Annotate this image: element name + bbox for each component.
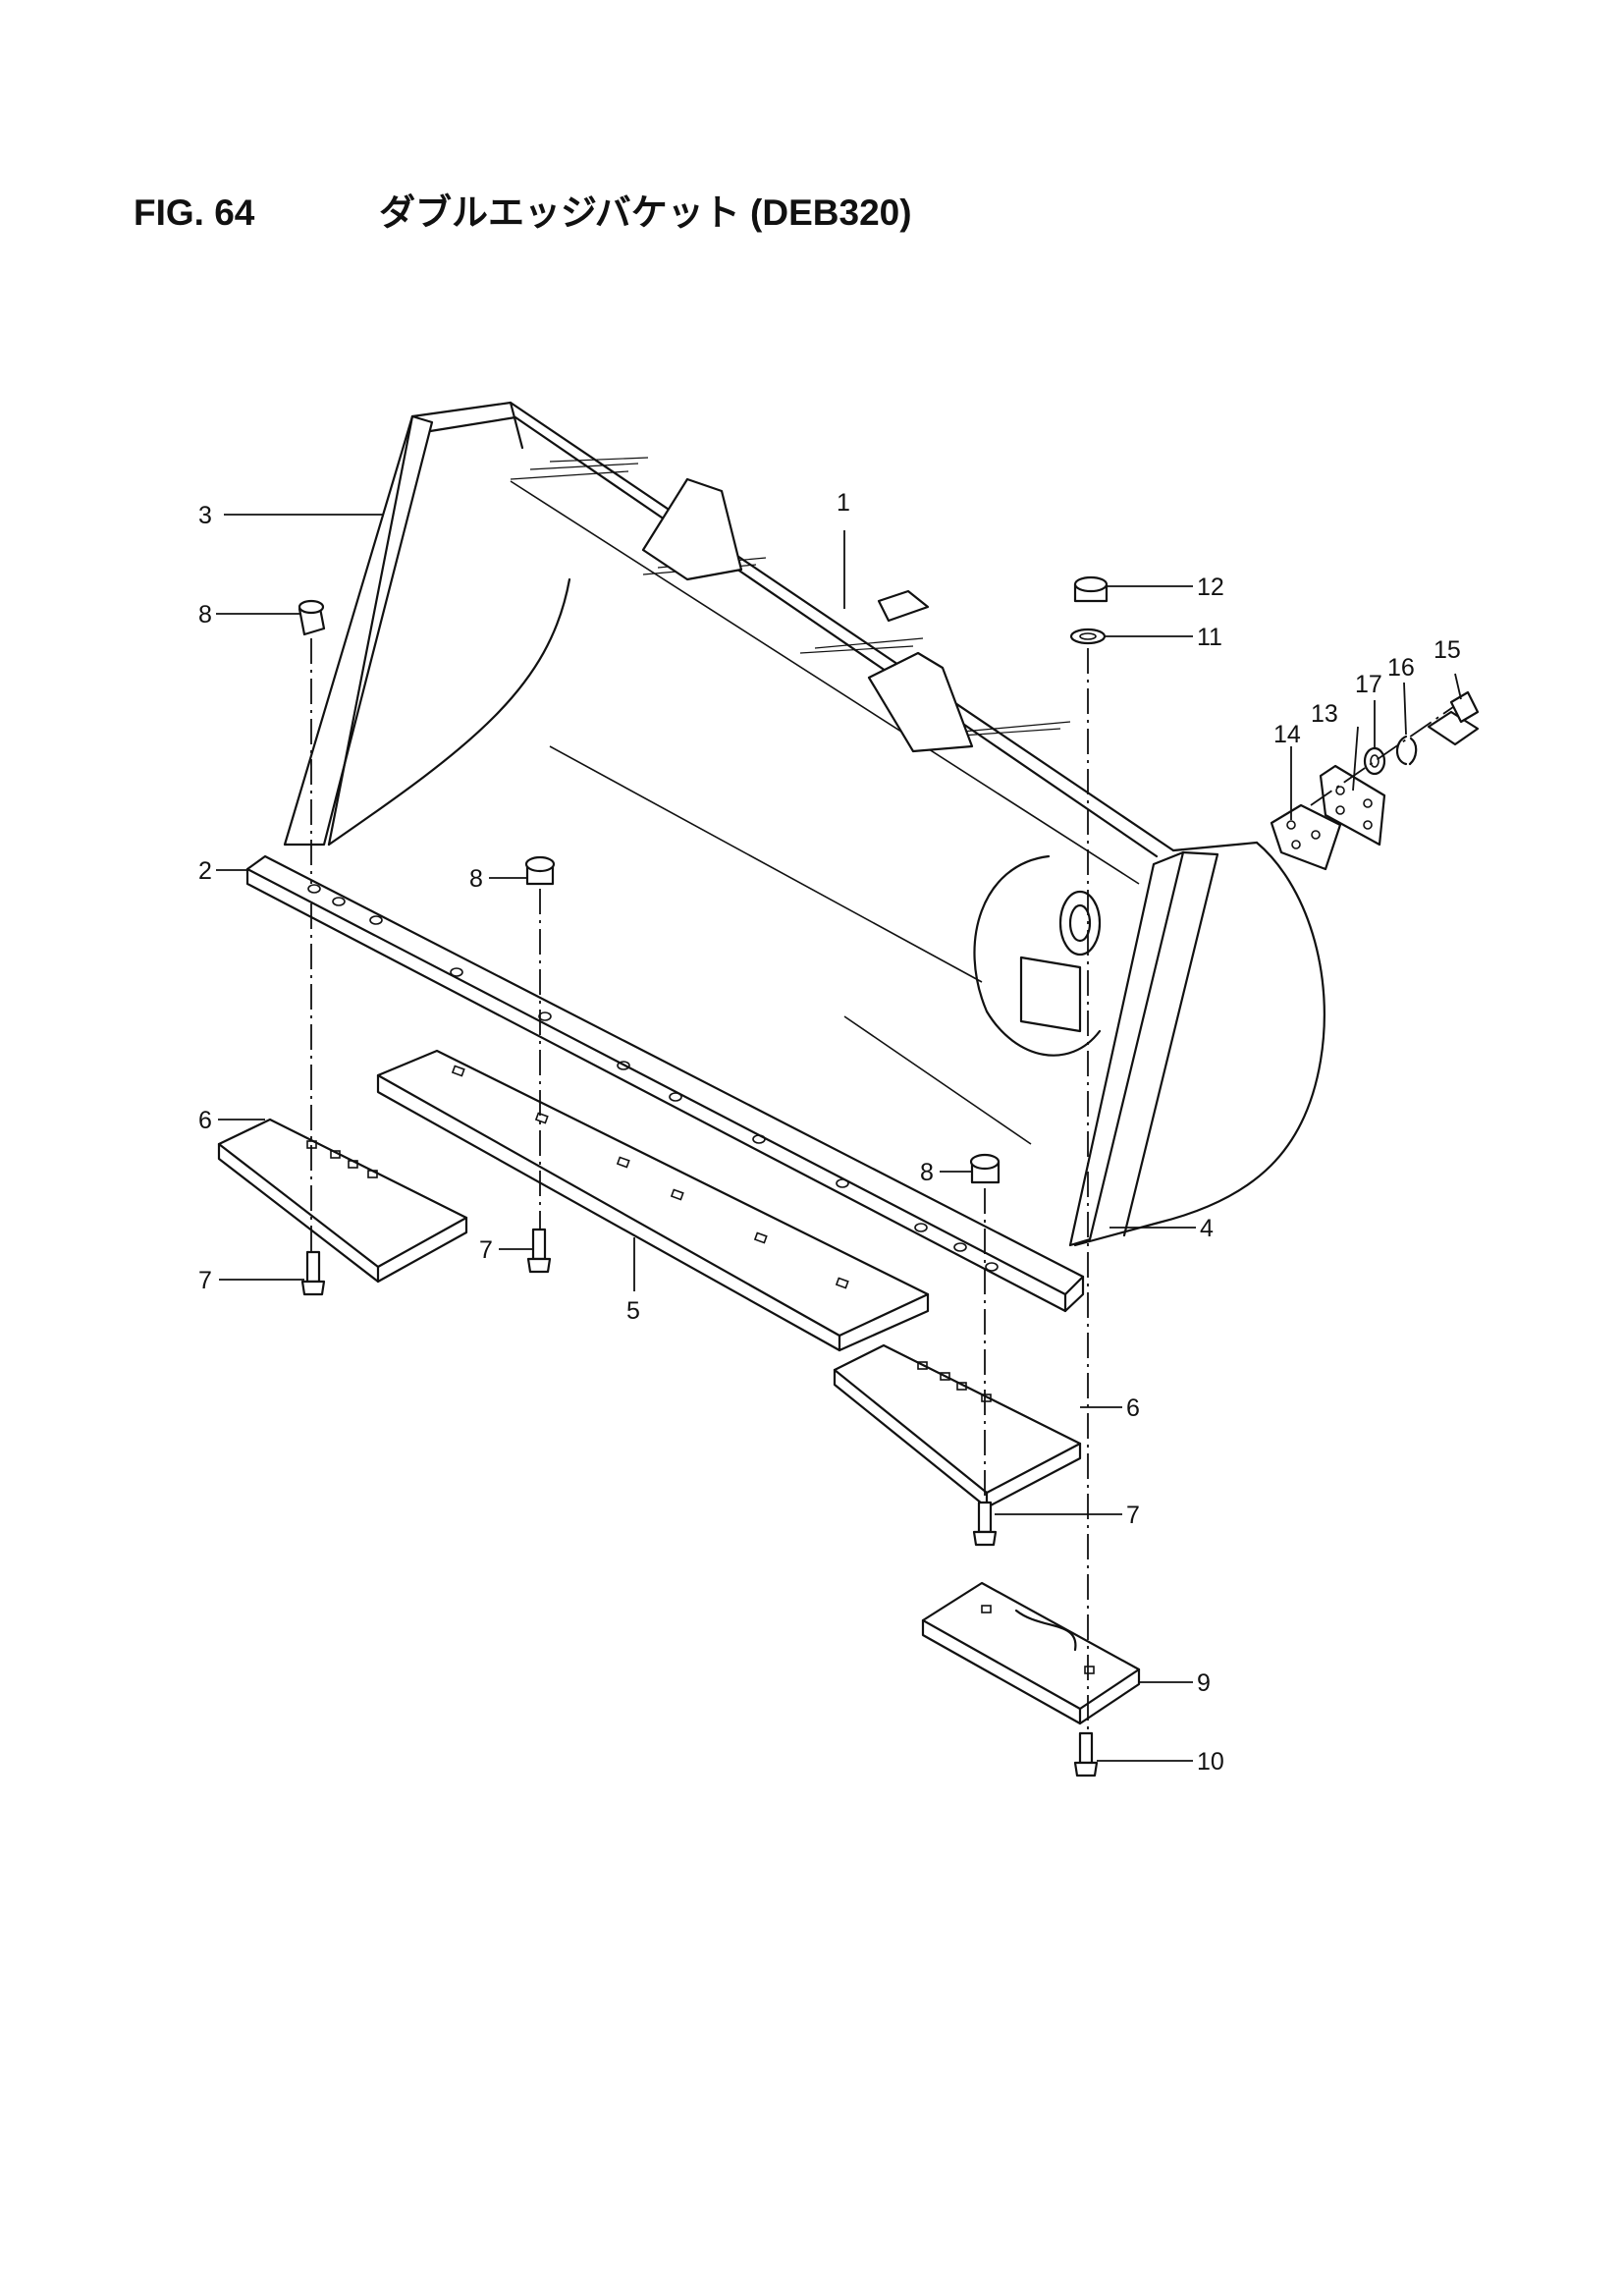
callout-13: 13 [1311, 700, 1338, 728]
figure-title: FIG. 64 ダブルエッジバケット (DEB320) [134, 183, 912, 236]
bolt-7-right [972, 1501, 998, 1547]
plate-14 [1270, 803, 1342, 871]
figure-caption: ダブルエッジバケット (DEB320) [379, 192, 912, 233]
callout-16: 16 [1387, 654, 1415, 682]
callout-10: 10 [1197, 1748, 1224, 1776]
bolt-7-center [526, 1228, 552, 1274]
wear-plate [921, 1581, 1141, 1725]
plate-13 [1319, 764, 1386, 847]
cutting-edge-center [376, 1049, 930, 1352]
assembly-center-lines [310, 638, 1454, 1733]
callout-5: 5 [626, 1297, 640, 1325]
callout-4: 4 [1200, 1215, 1214, 1242]
callout-labels: 1 2 3 4 5 6 6 7 7 7 8 8 8 9 10 11 12 13 … [198, 489, 1461, 1776]
callout-11: 11 [1197, 624, 1222, 651]
callout-8-left: 8 [198, 601, 212, 629]
spring-washer-16 [1395, 735, 1418, 766]
figure-number: FIG. 64 [134, 192, 255, 233]
bucket-body [245, 401, 1325, 1313]
leader-lines [216, 514, 1462, 1762]
callout-1: 1 [837, 489, 850, 517]
callout-6-right: 6 [1126, 1394, 1140, 1422]
callout-7-right: 7 [1126, 1502, 1140, 1529]
callout-3: 3 [198, 502, 212, 529]
end-bit-left [217, 1118, 468, 1284]
washer-11 [1069, 628, 1107, 645]
callout-8-right: 8 [920, 1159, 934, 1186]
nut-8-right [969, 1153, 1001, 1184]
callout-15: 15 [1434, 636, 1461, 664]
callout-14: 14 [1273, 721, 1301, 748]
callout-17: 17 [1355, 671, 1382, 698]
callout-12: 12 [1197, 574, 1224, 601]
bolt-10 [1073, 1731, 1099, 1777]
callout-7-left: 7 [198, 1267, 212, 1294]
bolt-7-left [300, 1250, 326, 1296]
end-bit-right [833, 1343, 1082, 1509]
nut-12 [1073, 575, 1109, 603]
callout-2: 2 [198, 857, 212, 885]
nut-8-center [524, 855, 556, 886]
callout-6-left: 6 [198, 1107, 212, 1134]
edge-bolt-holes [307, 884, 999, 1272]
callout-7-center: 7 [479, 1236, 493, 1264]
washer-17 [1363, 746, 1386, 776]
nut-8-left [298, 599, 326, 636]
callout-8-center: 8 [469, 865, 483, 893]
callout-9: 9 [1197, 1669, 1211, 1697]
bolt-15 [1427, 690, 1480, 746]
